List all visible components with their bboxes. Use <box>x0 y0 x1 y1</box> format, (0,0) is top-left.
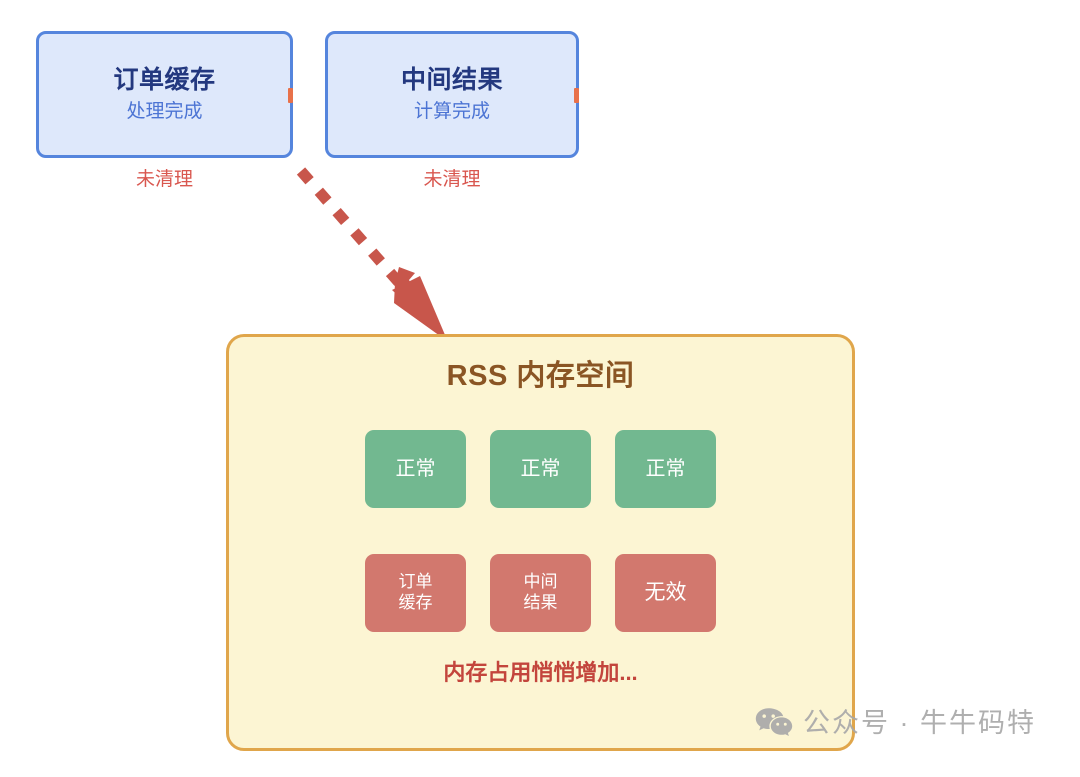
connector-stub-icon <box>574 88 579 103</box>
source-box-order-cache[interactable]: 订单缓存 处理完成 <box>36 31 293 158</box>
source-box-title: 中间结果 <box>400 66 503 94</box>
status-tag-order-cache: 未清理 <box>135 169 193 190</box>
memory-slot-label: 正常 <box>520 457 561 480</box>
memory-slot-label: 正常 <box>645 457 686 480</box>
memory-slot-normal[interactable]: 正常 <box>615 430 716 508</box>
invalid-slot-row: 订单 缓存 中间 结果 无效 <box>229 554 852 632</box>
source-box-intermediate-result[interactable]: 中间结果 计算完成 <box>325 31 579 158</box>
rss-memory-container: RSS 内存空间 正常 正常 正常 订单 缓存 中间 结果 无效 <box>226 334 855 751</box>
memory-slot-label-line1: 订单 <box>398 572 433 592</box>
connector-stub-icon <box>288 88 293 103</box>
status-tag-intermediate-result: 未清理 <box>423 169 481 190</box>
memory-slot-invalid-generic[interactable]: 无效 <box>615 554 716 632</box>
memory-growth-note: 内存占用悄悄增加... <box>443 660 638 685</box>
memory-slot-label-line2: 结果 <box>523 593 558 612</box>
memory-slot-invalid-order-cache[interactable]: 订单 缓存 <box>365 554 466 632</box>
normal-slot-row: 正常 正常 正常 <box>229 430 852 508</box>
source-box-title: 订单缓存 <box>113 66 216 94</box>
memory-slot-label-line1: 中间 <box>523 572 558 592</box>
watermark: 公众号 · 牛牛码特 <box>755 707 1036 739</box>
memory-slot-normal[interactable]: 正常 <box>365 430 466 508</box>
memory-slot-label-line2: 缓存 <box>398 593 433 612</box>
source-box-subtitle: 处理完成 <box>126 101 203 122</box>
memory-slot-label: 正常 <box>395 457 436 480</box>
wechat-icon <box>755 708 793 736</box>
memory-slot-normal[interactable]: 正常 <box>490 430 591 508</box>
source-box-subtitle: 计算完成 <box>413 101 490 122</box>
memory-slot-invalid-intermediate-result[interactable]: 中间 结果 <box>490 554 591 632</box>
rss-memory-title: RSS 内存空间 <box>446 360 635 392</box>
watermark-text: 公众号 · 牛牛码特 <box>803 707 1036 738</box>
memory-slot-label-line1: 无效 <box>644 581 687 605</box>
